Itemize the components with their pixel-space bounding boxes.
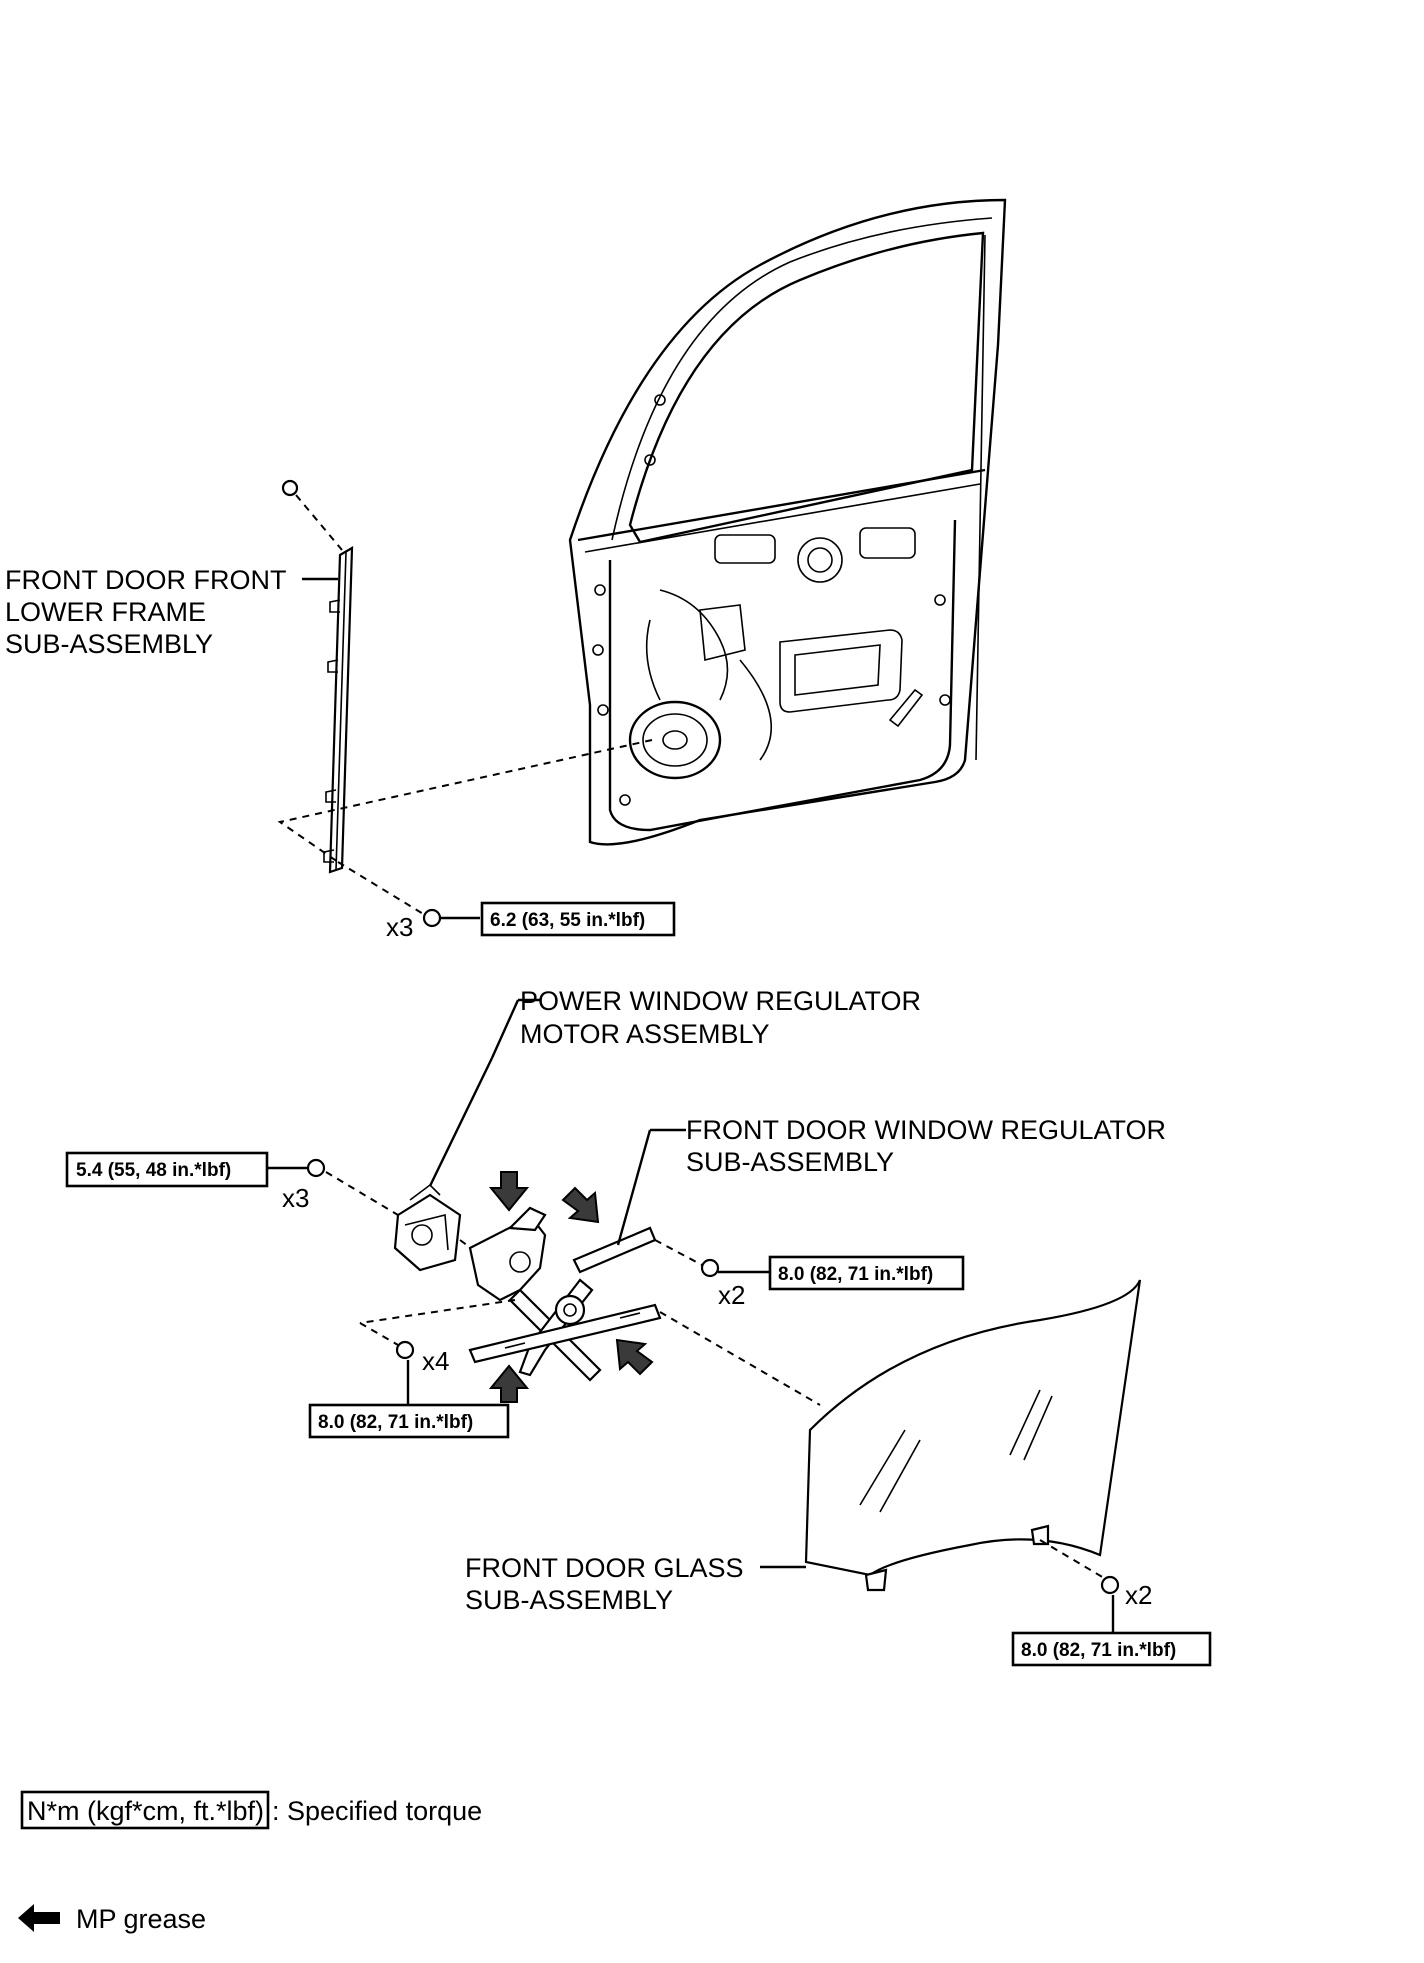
count-regulator-lower: x4	[422, 1346, 449, 1376]
label-motor-line-2: MOTOR ASSEMBLY	[520, 1019, 770, 1049]
torque-box-motor	[65, 1151, 269, 1188]
legend: N*m (kgf*cm, ft.*lbf) : Specified torque…	[18, 1790, 482, 1934]
count-motor: x3	[282, 1183, 309, 1213]
label-motor: POWER WINDOW REGULATOR MOTOR ASSEMBLY	[520, 986, 921, 1049]
front-door-window-regulator	[468, 1206, 662, 1382]
grease-arrows	[488, 1171, 654, 1403]
torque-box-glass	[1011, 1631, 1212, 1667]
torque-regulator-upper: 8.0 (82, 71 in.*lbf)	[778, 1264, 933, 1285]
torque-motor: 5.4 (55, 48 in.*lbf)	[76, 1160, 231, 1181]
legend-torque-units: N*m (kgf*cm, ft.*lbf)	[27, 1796, 264, 1826]
label-lower-frame-line-1: FRONT DOOR FRONT	[5, 565, 286, 595]
front-door-front-lower-frame	[277, 479, 653, 928]
legend-grease-text: MP grease	[76, 1904, 206, 1934]
legend-torque-text: : Specified torque	[272, 1796, 482, 1826]
count-glass: x2	[1125, 1580, 1152, 1610]
torque-box-regulator-lower	[308, 1403, 510, 1439]
legend-torque-box	[20, 1790, 270, 1830]
label-motor-line-1: POWER WINDOW REGULATOR	[520, 986, 921, 1016]
count-lower-frame: x3	[386, 912, 413, 942]
torque-glass: 8.0 (82, 71 in.*lbf)	[1021, 1640, 1176, 1661]
label-lower-frame: FRONT DOOR FRONT LOWER FRAME SUB-ASSEMBL…	[5, 565, 338, 659]
label-regulator: FRONT DOOR WINDOW REGULATOR SUB-ASSEMBLY	[616, 1115, 1166, 1246]
torque-regulator-lower: 8.0 (82, 71 in.*lbf)	[318, 1412, 473, 1433]
front-door-panel	[568, 198, 1007, 846]
label-regulator-line-1: FRONT DOOR WINDOW REGULATOR	[686, 1115, 1166, 1145]
label-regulator-line-2: SUB-ASSEMBLY	[686, 1147, 894, 1177]
label-glass-line-1: FRONT DOOR GLASS	[465, 1553, 744, 1583]
label-lower-frame-line-3: SUB-ASSEMBLY	[5, 629, 213, 659]
count-regulator-upper: x2	[718, 1280, 745, 1310]
label-glass-line-2: SUB-ASSEMBLY	[465, 1585, 673, 1615]
label-lower-frame-line-2: LOWER FRAME	[5, 597, 206, 627]
torque-box-regulator-upper	[768, 1255, 965, 1291]
power-window-regulator-motor	[393, 998, 540, 1272]
torque-lower-frame: 6.2 (63, 55 in.*lbf)	[490, 910, 645, 931]
front-door-glass	[804, 1279, 1142, 1592]
label-glass: FRONT DOOR GLASS SUB-ASSEMBLY	[465, 1553, 806, 1615]
left-arrow-icon	[18, 1904, 60, 1932]
torque-box-lower-frame	[480, 901, 676, 937]
